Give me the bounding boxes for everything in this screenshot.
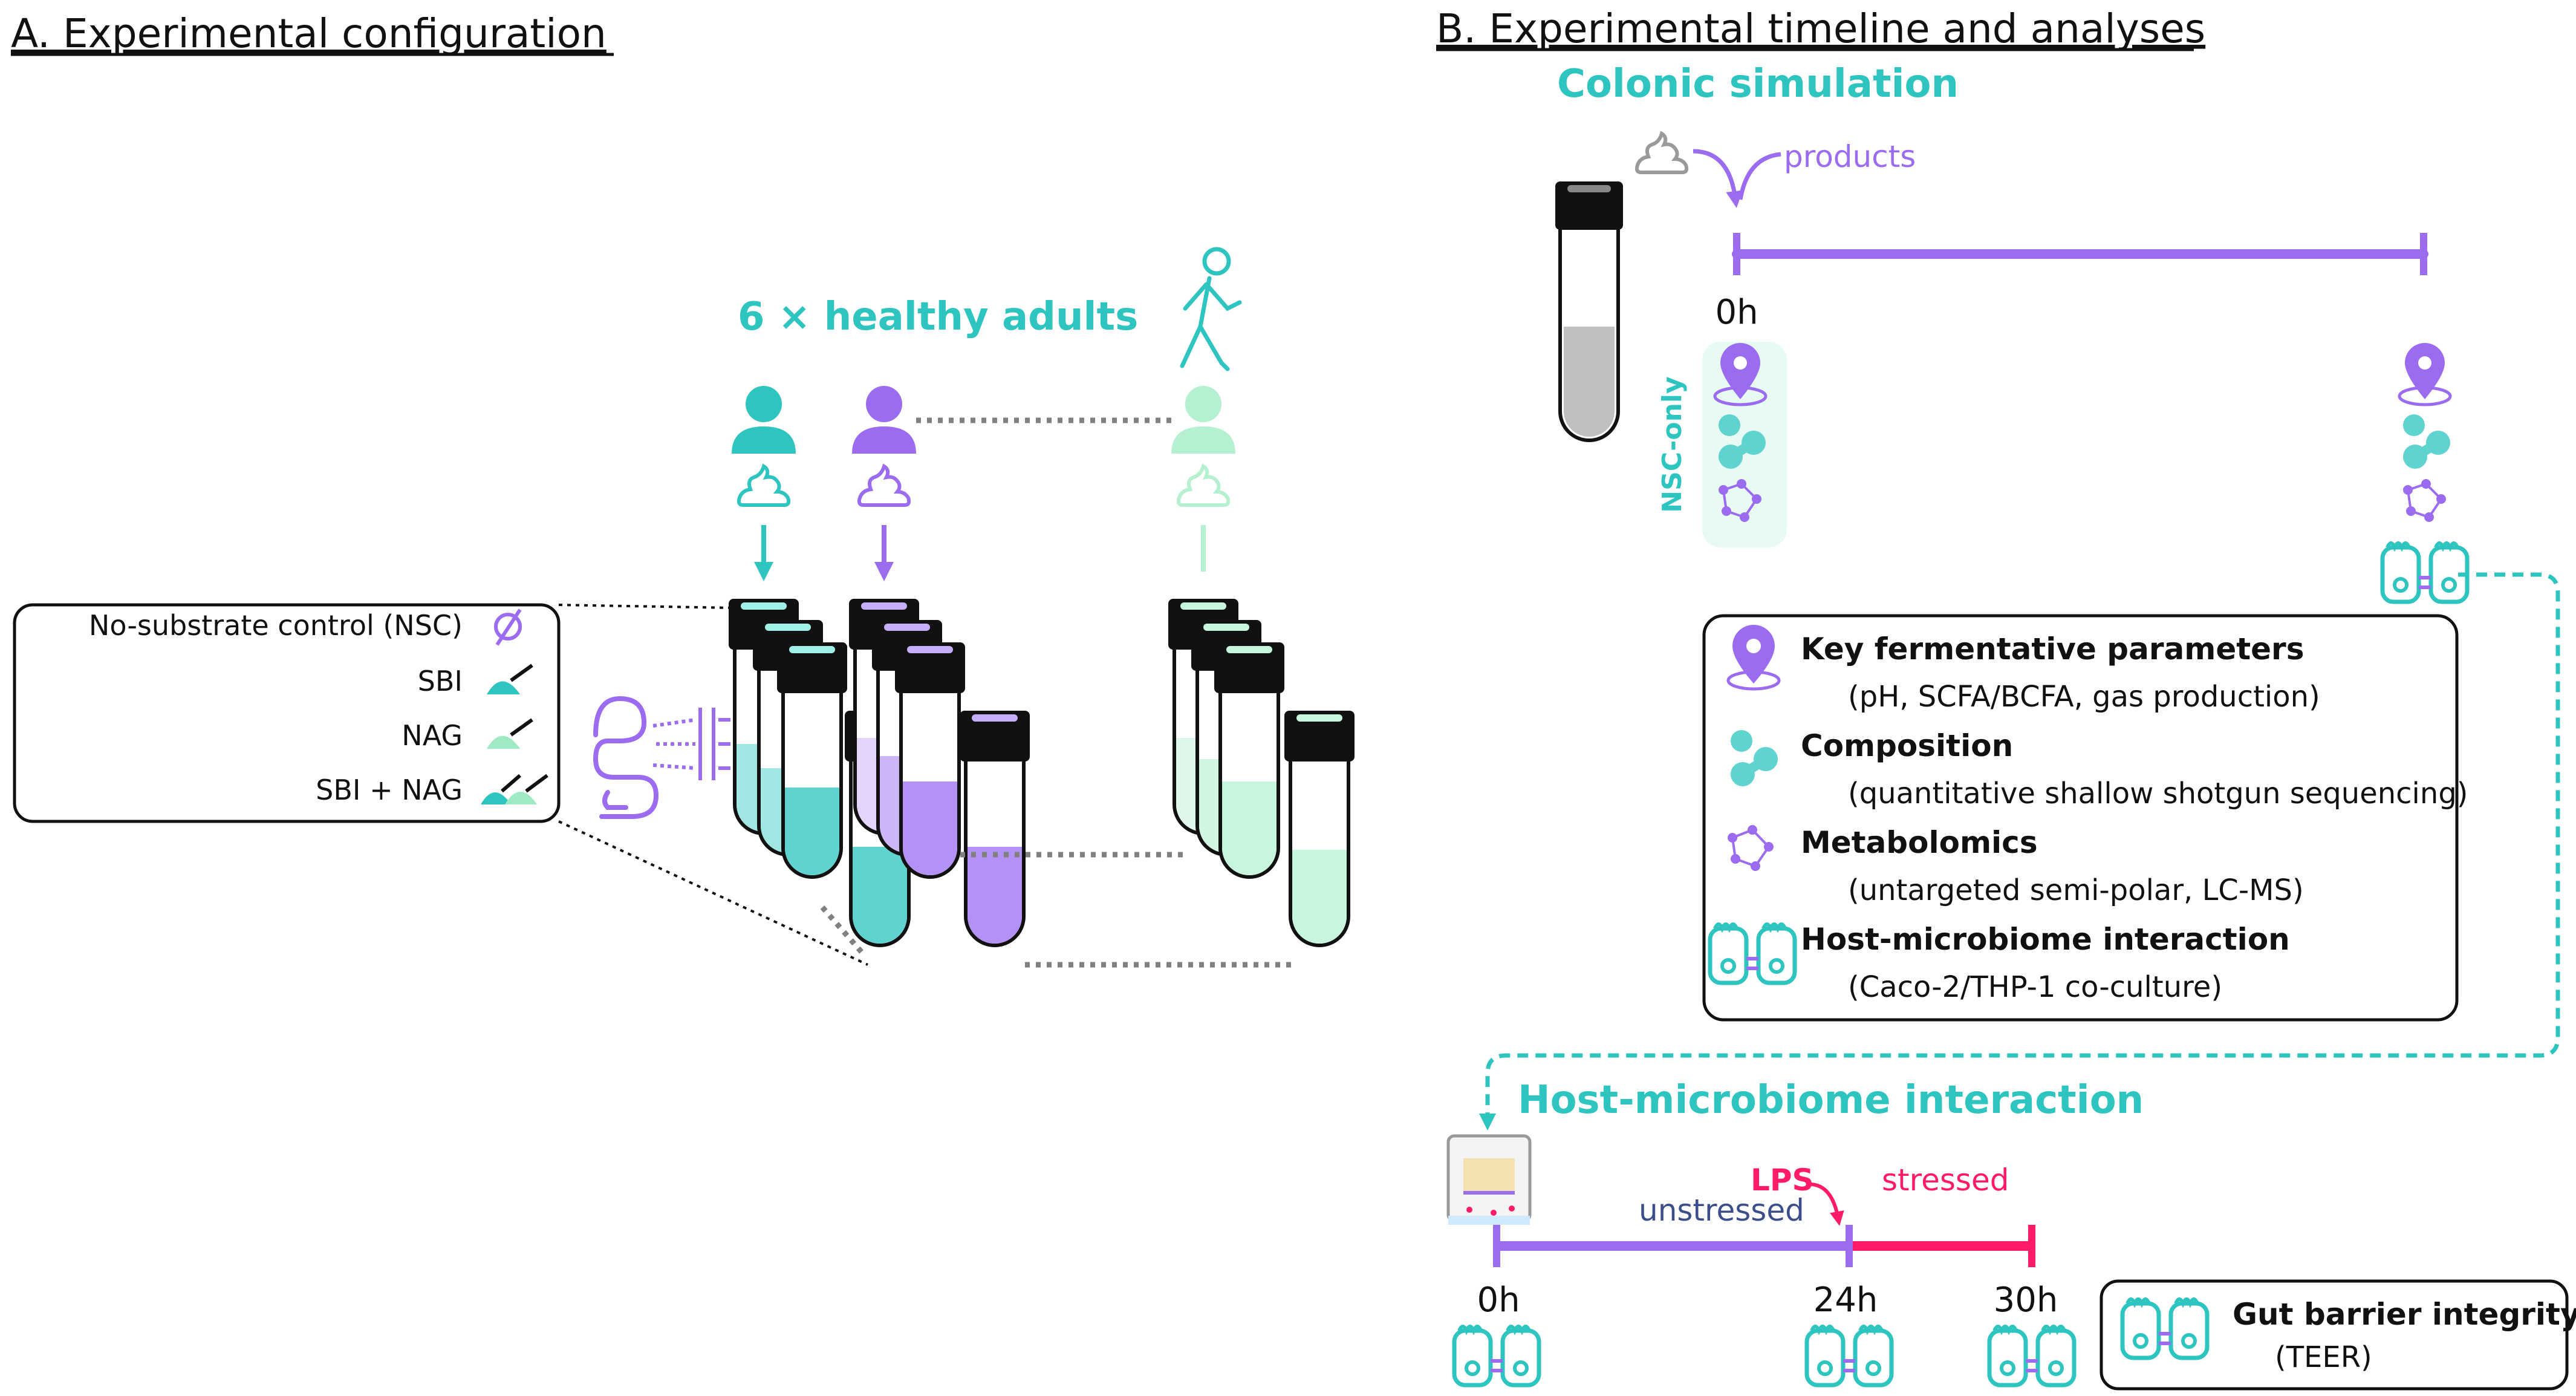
host-t30: 30h <box>1994 1280 2058 1320</box>
analysis-composition: Composition (quantitative shallow shotgu… <box>1731 728 2468 811</box>
transwell-icon <box>1446 1134 1532 1225</box>
workflow-connector <box>1479 572 2560 1130</box>
unstressed-label: unstressed <box>1639 1193 1804 1228</box>
substrate-legend <box>13 603 561 823</box>
analysis-metabolomics: Metabolomics (untargeted semi-polar, LC-… <box>1728 825 2304 907</box>
cell-layer-icon-0h <box>1454 1326 1539 1385</box>
zoom-line-bottom <box>558 820 868 966</box>
location-pin-icon-legend <box>1726 625 1781 691</box>
analysis-host-microbiome: Host-microbiome interaction (Caco-2/THP-… <box>1710 922 2290 1004</box>
molecule-network-icon-legend <box>1728 825 1774 871</box>
cell-layer-icon-24h-host <box>1807 1326 1891 1385</box>
colonic-title: Colonic simulation <box>1557 62 1959 106</box>
tube-stack-mint <box>1168 599 1355 947</box>
location-pin-icon-24h <box>2398 343 2452 406</box>
analysis-4-detail: (Caco-2/THP-1 co-culture) <box>1848 970 2222 1004</box>
barrier-detail: (TEER) <box>2275 1340 2372 1374</box>
zoom-line-top <box>558 604 732 609</box>
absorption-arrows-icon <box>652 708 730 780</box>
legend-sbi-nag-label: SBI + NAG <box>316 774 463 806</box>
analysis-4-title: Host-microbiome interaction <box>1801 922 2290 957</box>
colonic-t0: 0h <box>1715 293 1758 332</box>
panel-a-title: A. Experimental configuration <box>11 10 607 57</box>
stressed-label: stressed <box>1882 1163 2009 1198</box>
analysis-3-detail: (untargeted semi-polar, LC-MS) <box>1848 873 2304 907</box>
analyses-box <box>1702 614 2459 1022</box>
donor-mint-icon <box>1171 386 1235 454</box>
barrier-box <box>2100 1279 2569 1391</box>
analysis-1-detail: (pH, SCFA/BCFA, gas production) <box>1848 680 2320 714</box>
analysis-2-detail: (quantitative shallow shotgun sequencing… <box>1848 777 2468 811</box>
sbi-nag-powder-icon <box>481 774 548 804</box>
molecule-network-icon-24h <box>2403 479 2446 522</box>
tube-stack-purple <box>849 599 1030 947</box>
donor-teal-icon <box>732 386 796 454</box>
bacteria-icon-legend <box>1731 730 1778 786</box>
lps-arrow <box>1810 1182 1844 1226</box>
cell-layer-icon-30h <box>1989 1326 2074 1385</box>
location-pin-icon <box>1713 343 1768 406</box>
gut-icon <box>593 696 659 819</box>
lps-label: LPS <box>1751 1163 1814 1198</box>
host-title: Host-microbiome interaction <box>1518 1078 2144 1123</box>
products-arrow <box>1738 152 1781 200</box>
stool-gray-icon <box>1634 131 1689 174</box>
empty-set-icon <box>494 608 522 646</box>
analysis-3-title: Metabolomics <box>1801 825 2038 860</box>
donors-label: 6 × healthy adults <box>738 295 1138 339</box>
bacteria-icon-24h <box>2403 414 2450 469</box>
legend-nsc-label: No-substrate control (NSC) <box>89 609 463 642</box>
sbi-powder-icon <box>487 664 533 694</box>
products-label: products <box>1784 139 1916 174</box>
analysis-key-parameters: Key fermentative parameters (pH, SCFA/BC… <box>1726 625 2320 714</box>
stool-mint-icon <box>1176 463 1231 507</box>
nag-powder-icon <box>487 718 533 749</box>
stool-arrow <box>1693 149 1743 208</box>
bacteria-icon <box>1719 414 1766 469</box>
walking-person-icon <box>1180 247 1242 371</box>
nsc-only-label: NSC-only <box>1657 376 1688 512</box>
host-t24: 24h <box>1813 1280 1878 1320</box>
barrier-title: Gut barrier integrity <box>2233 1297 2576 1332</box>
host-t0: 0h <box>1477 1280 1520 1320</box>
donor-purple-icon <box>852 386 916 454</box>
molecule-network-icon <box>1719 479 1761 522</box>
legend-nag-label: NAG <box>402 719 463 752</box>
colonic-tube <box>1555 181 1623 442</box>
panel-b-title: B. Experimental timeline and analyses <box>1436 5 2205 52</box>
stool-purple-icon <box>857 463 911 507</box>
stool-teal-icon <box>739 466 789 505</box>
analysis-2-title: Composition <box>1801 728 2013 763</box>
legend-sbi-label: SBI <box>418 665 463 697</box>
analysis-1-title: Key fermentative parameters <box>1801 631 2304 667</box>
cell-layer-icon-24h <box>2382 543 2467 602</box>
